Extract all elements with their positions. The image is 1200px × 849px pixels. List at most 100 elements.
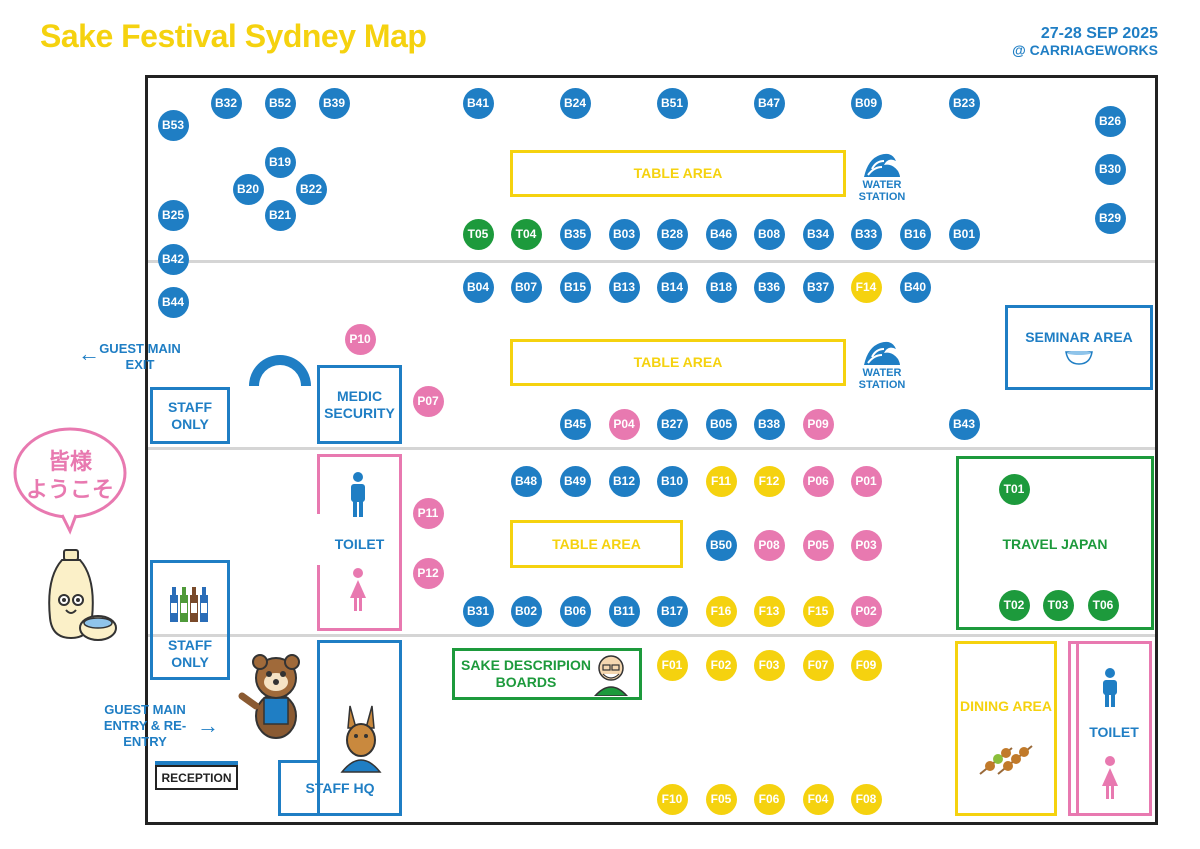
booth-b47[interactable]: B47 (753, 87, 785, 119)
booth-b46[interactable]: B46 (705, 218, 737, 250)
booth-p10[interactable]: P10 (344, 323, 376, 355)
booth-f04[interactable]: F04 (802, 783, 834, 815)
booth-b41[interactable]: B41 (462, 87, 494, 119)
booth-b17[interactable]: B17 (656, 595, 688, 627)
booth-p06[interactable]: P06 (802, 465, 834, 497)
water-station[interactable]: WATER STATION (857, 333, 907, 391)
booth-t01[interactable]: T01 (998, 473, 1030, 505)
booth-f12[interactable]: F12 (753, 465, 785, 497)
booth-b21[interactable]: B21 (264, 199, 296, 231)
booth-b40[interactable]: B40 (899, 271, 931, 303)
booth-f05[interactable]: F05 (705, 783, 737, 815)
booth-b26[interactable]: B26 (1094, 105, 1126, 137)
booth-b49[interactable]: B49 (559, 465, 591, 497)
booth-b45[interactable]: B45 (559, 408, 591, 440)
booth-f01[interactable]: F01 (656, 649, 688, 681)
booth-f06[interactable]: F06 (753, 783, 785, 815)
booth-f10[interactable]: F10 (656, 783, 688, 815)
booth-b25[interactable]: B25 (157, 199, 189, 231)
booth-b43[interactable]: B43 (948, 408, 980, 440)
medic-security-area[interactable]: MEDIC SECURITY (317, 365, 402, 444)
booth-f11[interactable]: F11 (705, 465, 737, 497)
booth-b51[interactable]: B51 (656, 87, 688, 119)
booth-t06[interactable]: T06 (1087, 589, 1119, 621)
guest-main-exit[interactable]: ← GUEST MAIN EXIT (75, 341, 195, 373)
booth-f15[interactable]: F15 (802, 595, 834, 627)
toilet-area[interactable] (1068, 641, 1152, 816)
booth-b13[interactable]: B13 (608, 271, 640, 303)
booth-p04[interactable]: P04 (608, 408, 640, 440)
booth-b15[interactable]: B15 (559, 271, 591, 303)
table-area[interactable]: TABLE AREA (510, 520, 683, 568)
booth-b22[interactable]: B22 (295, 173, 327, 205)
booth-f07[interactable]: F07 (802, 649, 834, 681)
booth-b08[interactable]: B08 (753, 218, 785, 250)
dining-area[interactable] (955, 641, 1057, 816)
booth-f13[interactable]: F13 (753, 595, 785, 627)
booth-p03[interactable]: P03 (850, 529, 882, 561)
booth-b23[interactable]: B23 (948, 87, 980, 119)
booth-f16[interactable]: F16 (705, 595, 737, 627)
seminar-area[interactable]: SEMINAR AREA (1005, 305, 1153, 390)
booth-p07[interactable]: P07 (412, 385, 444, 417)
booth-b19[interactable]: B19 (264, 146, 296, 178)
travel-japan-area[interactable] (956, 456, 1154, 630)
booth-b10[interactable]: B10 (656, 465, 688, 497)
booth-b44[interactable]: B44 (157, 286, 189, 318)
water-station[interactable]: WATER STATION (857, 145, 907, 203)
booth-b50[interactable]: B50 (705, 529, 737, 561)
booth-b29[interactable]: B29 (1094, 202, 1126, 234)
table-area[interactable]: TABLE AREA (510, 339, 846, 386)
booth-b06[interactable]: B06 (559, 595, 591, 627)
booth-b01[interactable]: B01 (948, 218, 980, 250)
booth-f03[interactable]: F03 (753, 649, 785, 681)
booth-b04[interactable]: B04 (462, 271, 494, 303)
booth-p09[interactable]: P09 (802, 408, 834, 440)
guest-main-entry[interactable]: GUEST MAIN ENTRY & RE-ENTRY → (93, 702, 223, 750)
table-area[interactable]: TABLE AREA (510, 150, 846, 197)
booth-p02[interactable]: P02 (850, 595, 882, 627)
booth-b02[interactable]: B02 (510, 595, 542, 627)
booth-b12[interactable]: B12 (608, 465, 640, 497)
booth-t05[interactable]: T05 (462, 218, 494, 250)
booth-b52[interactable]: B52 (264, 87, 296, 119)
booth-t02[interactable]: T02 (998, 589, 1030, 621)
staff-hq-area[interactable] (317, 640, 402, 816)
booth-b36[interactable]: B36 (753, 271, 785, 303)
sake-description-boards[interactable]: SAKE DESCRIPION BOARDS (452, 648, 642, 700)
booth-f09[interactable]: F09 (850, 649, 882, 681)
booth-b09[interactable]: B09 (850, 87, 882, 119)
booth-b03[interactable]: B03 (608, 218, 640, 250)
booth-f14[interactable]: F14 (850, 271, 882, 303)
booth-b27[interactable]: B27 (656, 408, 688, 440)
booth-t04[interactable]: T04 (510, 218, 542, 250)
booth-b31[interactable]: B31 (462, 595, 494, 627)
booth-b16[interactable]: B16 (899, 218, 931, 250)
booth-b35[interactable]: B35 (559, 218, 591, 250)
booth-t03[interactable]: T03 (1042, 589, 1074, 621)
booth-b48[interactable]: B48 (510, 465, 542, 497)
booth-b24[interactable]: B24 (559, 87, 591, 119)
toilet-area[interactable] (317, 454, 402, 631)
booth-f02[interactable]: F02 (705, 649, 737, 681)
booth-p11[interactable]: P11 (412, 497, 444, 529)
booth-b28[interactable]: B28 (656, 218, 688, 250)
booth-b39[interactable]: B39 (318, 87, 350, 119)
booth-b11[interactable]: B11 (608, 595, 640, 627)
booth-b05[interactable]: B05 (705, 408, 737, 440)
booth-b14[interactable]: B14 (656, 271, 688, 303)
booth-b38[interactable]: B38 (753, 408, 785, 440)
booth-b30[interactable]: B30 (1094, 153, 1126, 185)
reception-desk[interactable]: RECEPTION (155, 765, 238, 790)
booth-b34[interactable]: B34 (802, 218, 834, 250)
booth-p05[interactable]: P05 (802, 529, 834, 561)
booth-b07[interactable]: B07 (510, 271, 542, 303)
booth-b37[interactable]: B37 (802, 271, 834, 303)
booth-b32[interactable]: B32 (210, 87, 242, 119)
booth-p12[interactable]: P12 (412, 557, 444, 589)
booth-f08[interactable]: F08 (850, 783, 882, 815)
booth-p01[interactable]: P01 (850, 465, 882, 497)
booth-b20[interactable]: B20 (232, 173, 264, 205)
booth-b53[interactable]: B53 (157, 109, 189, 141)
booth-b18[interactable]: B18 (705, 271, 737, 303)
